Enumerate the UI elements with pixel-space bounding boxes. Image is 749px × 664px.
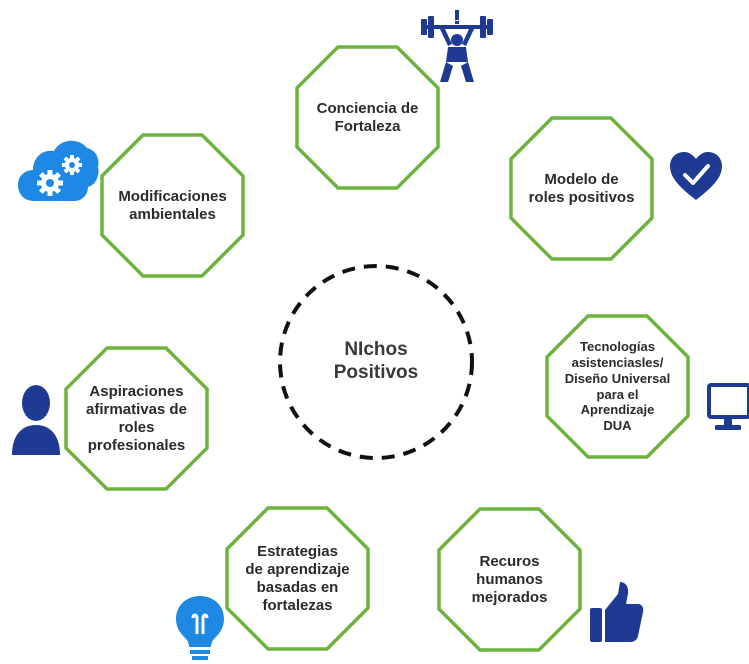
- node-recursos-line-2: humanos: [476, 570, 543, 588]
- node-aspiraciones-line-4: profesionales: [87, 436, 186, 454]
- octagon-modelo: [509, 116, 654, 261]
- node-aspiraciones-label: Aspiraciones afirmativas de roles profes…: [64, 346, 209, 491]
- node-aspiraciones-line-1: Aspiraciones: [89, 382, 184, 400]
- node-modificaciones-line-2: ambientales: [129, 205, 216, 223]
- node-tecnologias-line-2: asistenciasles/: [571, 354, 664, 370]
- cloud-gears-icon: [18, 140, 99, 201]
- node-modificaciones-line-1: Modificaciones: [118, 187, 227, 205]
- node-estrategias-line-3: basadas en: [256, 578, 339, 596]
- node-modelo-line-2: roles positivos: [528, 188, 635, 206]
- node-recursos-line-1: Recuros: [479, 552, 540, 570]
- octagon-estrategias: [225, 506, 370, 651]
- weightlifter-icon: [421, 10, 493, 82]
- node-estrategias-line-1: Estrategias: [257, 542, 338, 560]
- node-modelo-label: Modelo de roles positivos: [509, 116, 654, 261]
- center-label-line1: NIchos: [344, 339, 408, 361]
- node-estrategias-line-4: fortalezas: [262, 596, 333, 614]
- node-conciencia-label: Conciencia de Fortaleza: [295, 45, 440, 190]
- node-tecnologias-line-3: Diseño Universal: [564, 370, 671, 386]
- node-aspiraciones-line-2: afirmativas de: [86, 400, 187, 418]
- octagon-aspiraciones: [64, 346, 209, 491]
- node-conciencia-line-2: Fortaleza: [334, 117, 401, 135]
- center-circle: [278, 264, 474, 460]
- node-recursos-label: Recuros humanos mejorados: [437, 507, 582, 652]
- octagon-conciencia: [295, 45, 440, 190]
- center-label: NIchos Positivos: [276, 262, 476, 462]
- octagon-recursos: [437, 507, 582, 652]
- heart-check-icon: [670, 152, 722, 200]
- node-tecnologias-line-1: Tecnologías: [580, 338, 655, 354]
- node-conciencia-line-1: Conciencia de: [316, 99, 419, 117]
- node-tecnologias-line-4: para el: [596, 386, 639, 402]
- person-icon: [12, 385, 60, 455]
- center-label-line2: Positivos: [333, 362, 419, 383]
- node-modificaciones-label: Modificaciones ambientales: [100, 133, 245, 278]
- node-tecnologias-line-5: Aprendizaje: [580, 402, 655, 418]
- monitor-icon: [707, 383, 749, 430]
- node-estrategias-line-2: de aprendizaje: [245, 560, 350, 578]
- lightbulb-icon: [176, 596, 224, 660]
- node-tecnologias-label: Tecnologías asistenciasles/ Diseño Unive…: [545, 314, 690, 459]
- node-modelo-line-1: Modelo de: [544, 170, 619, 188]
- node-aspiraciones-line-3: roles: [118, 418, 155, 436]
- node-tecnologias-line-6: DUA: [603, 418, 632, 434]
- octagon-modificaciones: [100, 133, 245, 278]
- node-estrategias-label: Estrategias de aprendizaje basadas en fo…: [225, 506, 370, 651]
- node-recursos-line-3: mejorados: [471, 588, 548, 606]
- thumbs-up-icon: [590, 582, 644, 642]
- octagon-tecnologias: [545, 314, 690, 459]
